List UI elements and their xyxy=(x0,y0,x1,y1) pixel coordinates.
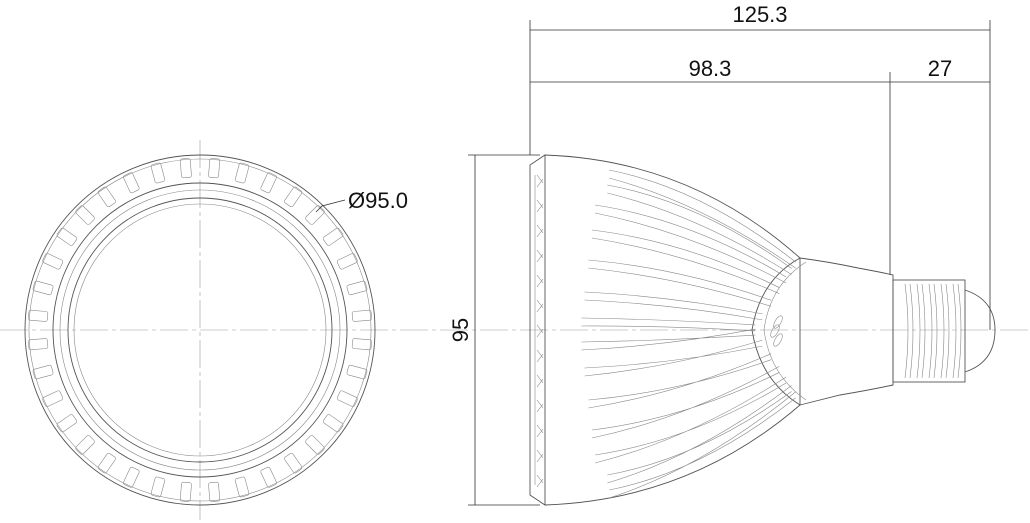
vent-slot xyxy=(234,162,250,184)
vent-slot xyxy=(260,172,277,194)
vent-slot xyxy=(42,390,64,407)
vent-slots xyxy=(28,158,372,502)
fin xyxy=(594,376,787,464)
vent-slot xyxy=(150,162,166,184)
vent-slot xyxy=(305,435,325,455)
vent-slot xyxy=(123,172,140,194)
vent-slot xyxy=(351,309,372,322)
vent-slot xyxy=(346,280,368,296)
vent-slot xyxy=(32,364,54,380)
vent-slot xyxy=(208,481,221,502)
vent-slot xyxy=(75,205,95,225)
diameter-label: Ø95.0 xyxy=(348,188,408,213)
vent-slot xyxy=(208,158,221,179)
fin xyxy=(591,366,780,439)
vent-slot xyxy=(179,481,192,502)
fin xyxy=(609,391,796,499)
vent-slot xyxy=(322,227,344,246)
body-length-label: 98.3 xyxy=(689,56,732,81)
vent-slot xyxy=(28,338,49,351)
fin xyxy=(584,339,763,377)
vent-slot xyxy=(305,205,325,225)
side-view xyxy=(529,154,996,506)
vent-slot xyxy=(32,280,54,296)
vent-slot xyxy=(351,338,372,351)
vent-slot xyxy=(346,364,368,380)
fin xyxy=(584,291,763,321)
vent-slot xyxy=(336,390,358,407)
fin xyxy=(607,184,792,275)
screw-base xyxy=(892,279,996,383)
vent-slot xyxy=(322,414,344,433)
vent-slot xyxy=(28,309,49,322)
fin xyxy=(591,229,780,294)
vent-slot xyxy=(56,227,78,246)
vent-slot xyxy=(234,476,250,498)
vent-slot xyxy=(97,452,116,474)
front-view xyxy=(24,154,376,506)
fin xyxy=(588,353,772,409)
vent-slot xyxy=(336,253,358,270)
overall-length-label: 125.3 xyxy=(732,2,787,27)
vent-slot xyxy=(123,466,140,488)
fin xyxy=(607,385,792,484)
heatsink-fins xyxy=(581,169,796,499)
vent-slot xyxy=(42,253,64,270)
fin xyxy=(609,169,796,269)
base-length-label: 27 xyxy=(928,56,952,81)
vent-slot xyxy=(179,158,192,179)
dimension-lines xyxy=(315,20,991,506)
vent-slot xyxy=(150,476,166,498)
fin xyxy=(588,259,772,307)
fin xyxy=(594,204,787,284)
fin xyxy=(581,328,756,351)
vent-slot xyxy=(56,414,78,433)
vent-slot xyxy=(75,435,95,455)
vent-slot xyxy=(284,186,303,208)
fin xyxy=(581,317,756,332)
vent-slot xyxy=(97,186,116,208)
vent-slot xyxy=(260,466,277,488)
vent-slot xyxy=(284,452,303,474)
height-label: 95 xyxy=(448,318,473,342)
